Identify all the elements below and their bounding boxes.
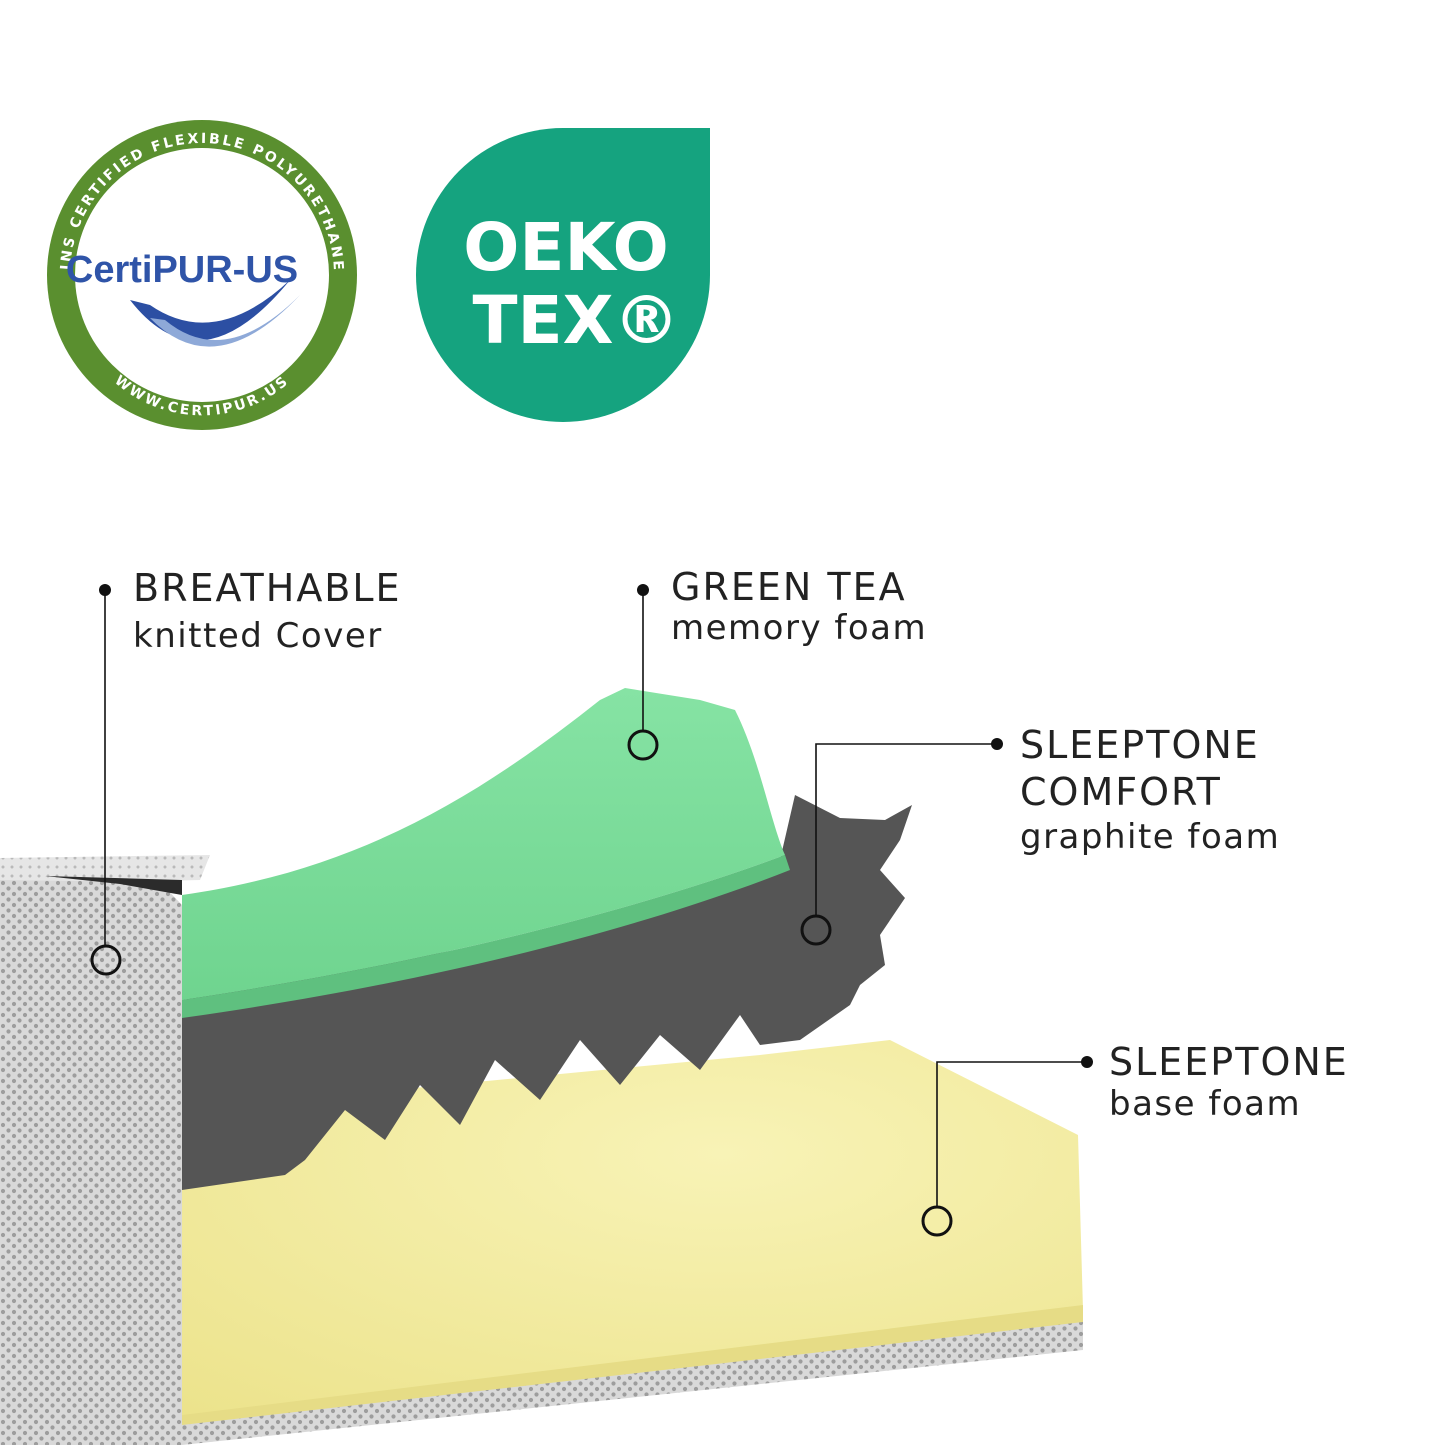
callout-dot-comfort [991,738,1003,750]
label-subtitle: knitted Cover [133,616,383,656]
label-subtitle: base foam [1109,1084,1302,1124]
callout-dot-base [1081,1056,1093,1068]
base-foam-layer [182,1040,1083,1420]
label-green-tea-foam: GREEN TEA memory foam [671,568,927,645]
label-title: BREATHABLE [133,566,402,610]
base-foam-edge [182,1305,1083,1425]
label-breathable-cover: BREATHABLE knitted Cover [133,569,402,653]
label-title-line1: SLEEPTONE [1020,723,1260,767]
green-tea-foam-edge [182,855,790,1018]
label-title: SLEEPTONE [1109,1040,1349,1084]
callout-lines [104,590,1085,1207]
label-title-line2: COMFORT [1020,770,1222,814]
green-tea-foam-layer [182,688,785,1000]
callout-dots [99,584,1093,1068]
cover-gap-shadow [45,876,182,895]
callout-dot-cover [99,584,111,596]
oekotex-line2: TEX® [473,282,680,359]
label-subtitle: memory foam [671,608,928,648]
marker-cover [90,944,122,976]
oekotex-line1: OEKO [463,209,668,286]
marker-green-tea [627,729,659,761]
certipur-inner [75,148,329,402]
certipur-brand-text: CertiPUR-US [66,249,298,291]
callout-line-comfort [815,743,995,916]
cover-side-wall [0,880,182,1445]
callout-dot-green-tea [637,584,649,596]
certipur-swoosh-light-icon [150,295,300,347]
marker-base [921,1205,953,1237]
oekotex-logo: OEKO TEX® [416,128,710,422]
oekotex-badge [416,128,710,422]
label-subtitle: graphite foam [1020,817,1281,857]
marker-comfort [800,914,832,946]
callout-markers [90,729,953,1237]
label-title: GREEN TEA [671,565,907,609]
certipur-logo: CONTAINS CERTIFIED FLEXIBLE POLYURETHANE… [0,0,357,430]
cover-bottom-border [182,1320,1083,1445]
label-comfort-foam: SLEEPTONE COMFORT graphite foam [1020,726,1280,854]
label-base-foam: SLEEPTONE base foam [1109,1043,1349,1121]
callout-line-base [936,1061,1085,1207]
graphite-foam-layer [182,795,912,1190]
mattress-illustration [0,688,1083,1445]
